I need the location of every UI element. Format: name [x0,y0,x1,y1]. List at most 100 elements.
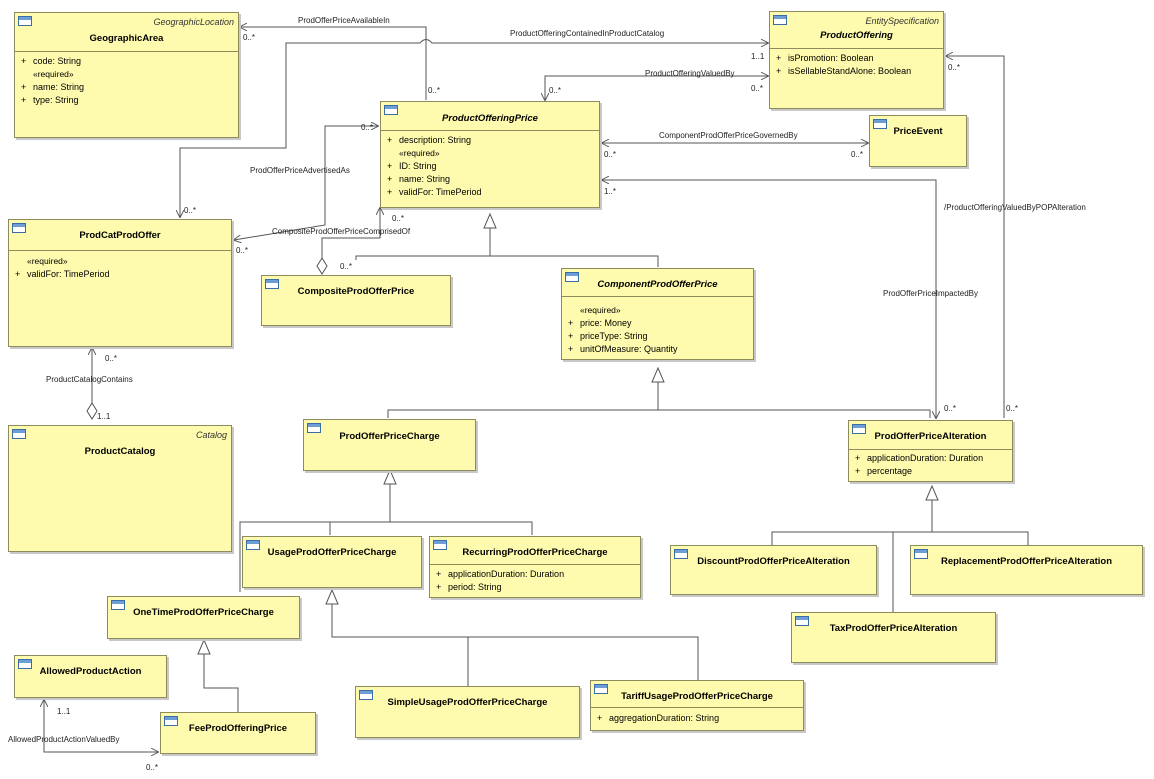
class-composite-prod-offer-price[interactable]: CompositeProdOfferPrice [261,275,451,326]
class-tariff-usage-prod-offer-price-charge[interactable]: TariffUsageProdOfferPriceCharge +aggrega… [590,680,804,731]
visibility-marker: + [776,66,782,76]
class-geographic-area[interactable]: GeographicLocation GeographicArea +code:… [14,12,239,138]
class-icon [594,684,608,694]
connector-product-offering-valued-by[interactable] [544,76,768,101]
class-name: ProductOffering [820,30,893,41]
class-attributes: «required» +validFor: TimePeriod [15,255,229,281]
visibility-marker: + [568,344,574,354]
attribute-row: +ID: String [387,160,597,173]
attribute-row: +code: String [21,55,236,68]
mult-pop-advertised: 0..* [361,123,373,132]
class-allowed-product-action[interactable]: AllowedProductAction [14,655,167,698]
generalization-to-product-offering-price[interactable] [355,228,491,260]
class-prod-offer-price-charge[interactable]: ProdOfferPriceCharge [303,419,476,471]
class-name: ReplacementProdOfferPriceAlteration [940,556,1113,567]
class-replacement-prod-offer-price-alteration[interactable]: ReplacementProdOfferPriceAlteration [910,545,1143,595]
class-product-offering[interactable]: EntitySpecification ProductOffering +isP… [769,11,944,109]
attribute-row: +validFor: TimePeriod [387,186,597,199]
mult-pop-valued-by: 0..* [549,86,561,95]
class-name: UsageProdOfferPriceCharge [267,547,397,558]
aggregation-diamond-catalog [86,402,98,420]
class-component-prod-offer-price[interactable]: ComponentProdOfferPrice «required»+price… [561,268,754,360]
class-icon [164,716,178,726]
class-icon [111,600,125,610]
connector-advertised-as[interactable] [234,125,378,240]
attribute-row: +name: String [387,173,597,186]
required-label: «required» [27,256,68,266]
required-label: «required» [33,69,74,79]
class-usage-prod-offer-price-charge[interactable]: UsageProdOfferPriceCharge [242,536,422,588]
visibility-marker: + [855,453,861,463]
class-product-offering-price[interactable]: ProductOfferingPrice + description: Strin… [380,101,600,208]
generalization-to-usage-charge[interactable] [331,604,469,686]
connector-valued-by-pop-alteration[interactable] [946,56,1005,418]
class-name: AllowedProductAction [39,666,142,677]
generalization-to-one-time-charge[interactable] [203,654,239,712]
mult-pop-impacted: 1..* [604,187,616,196]
class-icon [307,423,321,433]
class-one-time-prod-offer-price-charge[interactable]: OneTimeProdOfferPriceCharge [107,596,300,639]
attribute-row: +isPromotion: Boolean [776,52,941,65]
visibility-marker: + [387,187,393,197]
class-fee-prod-offering-price[interactable]: FeeProdOfferingPrice [160,712,316,754]
visibility-marker: + [21,82,27,92]
required-stereotype: «required» [21,68,236,81]
mult-fee-price: 0..* [146,763,158,772]
class-name: ProductCatalog [84,446,156,457]
class-name: ProductOfferingPrice [442,113,538,124]
aggregation-diamond-composite [316,257,328,275]
visibility-marker: + [387,161,393,171]
attribute-text: period: String [448,582,502,592]
class-stereotype: Catalog [195,430,227,440]
attribute-row: +percentage [855,465,1010,478]
attribute-text: validFor: TimePeriod [27,269,110,279]
attribute-text: name: String [399,174,451,184]
attribute-row: +unitOfMeasure: Quantity [568,343,751,356]
class-price-event[interactable]: PriceEvent [869,115,967,167]
label-governed-by: ComponentProdOfferPriceGovernedBy [659,131,798,140]
visibility-marker: + [21,95,27,105]
class-icon [873,119,887,129]
attribute-row: +name: String [21,81,236,94]
mult-po-valued-by: 0..* [751,84,763,93]
connector-product-offering-contained-in-catalog[interactable] [179,40,768,218]
required-label: «required» [399,148,440,158]
class-prod-offer-price-alteration[interactable]: ProdOfferPriceAlteration +applicationDur… [848,420,1013,482]
class-prod-cat-prod-offer[interactable]: ProdCatProdOffer «required»+validFor: Ti… [8,219,232,347]
class-simple-usage-prod-offer-price-charge[interactable]: SimpleUsageProdOfferPriceCharge [355,686,580,738]
visibility-marker: + [855,466,861,476]
attribute-row: +validFor: TimePeriod [15,268,229,281]
class-name: GeographicArea [89,33,164,44]
class-recurring-prod-offer-price-charge[interactable]: RecurringProdOfferPriceCharge +applicati… [429,536,641,598]
label-allowed-action-valued-by: AllowedProductActionValuedBy [8,735,119,744]
mult-catalog-contains-bottom: 1..1 [97,412,111,421]
class-name: TariffUsageProdOfferPriceCharge [621,691,773,702]
label-advertised-as: ProdOfferPriceAdvertisedAs [250,166,350,175]
attribute-text: price: Money [580,318,632,328]
class-attributes: +aggregationDuration: String [597,712,801,725]
class-discount-prod-offer-price-alteration[interactable]: DiscountProdOfferPriceAlteration [670,545,877,595]
connector-impacted-by[interactable] [602,179,936,418]
generalization-to-alteration[interactable] [771,500,933,545]
class-attributes: +applicationDuration: Duration+period: S… [436,568,638,594]
connector-comprised-of[interactable] [321,208,380,258]
class-name: PriceEvent [893,126,943,137]
generalization-to-prod-offer-price-charge[interactable] [239,484,391,592]
class-icon [359,690,373,700]
class-name: FeeProdOfferingPrice [188,723,288,734]
mult-prod-cat-offer-left: 0..* [236,246,248,255]
class-name: CompositeProdOfferPrice [297,286,415,297]
class-tax-prod-offer-price-alteration[interactable]: TaxProdOfferPriceAlteration [791,612,996,663]
connector-prod-offer-price-available-in[interactable] [240,27,427,100]
attribute-text: description: String [399,135,472,145]
class-product-catalog[interactable]: Catalog ProductCatalog [8,425,232,552]
visibility-marker: + [387,135,393,145]
class-icon [433,540,447,550]
attribute-row: +applicationDuration: Duration [436,568,638,581]
generalization-to-component-prod-offer-price[interactable] [387,382,659,418]
label-prod-offer-price-available-in: ProdOfferPriceAvailableIn [298,16,390,25]
class-icon [565,272,579,282]
label-product-catalog-contains: ProductCatalogContains [46,375,133,384]
class-name: SimpleUsageProdOfferPriceCharge [387,697,548,708]
